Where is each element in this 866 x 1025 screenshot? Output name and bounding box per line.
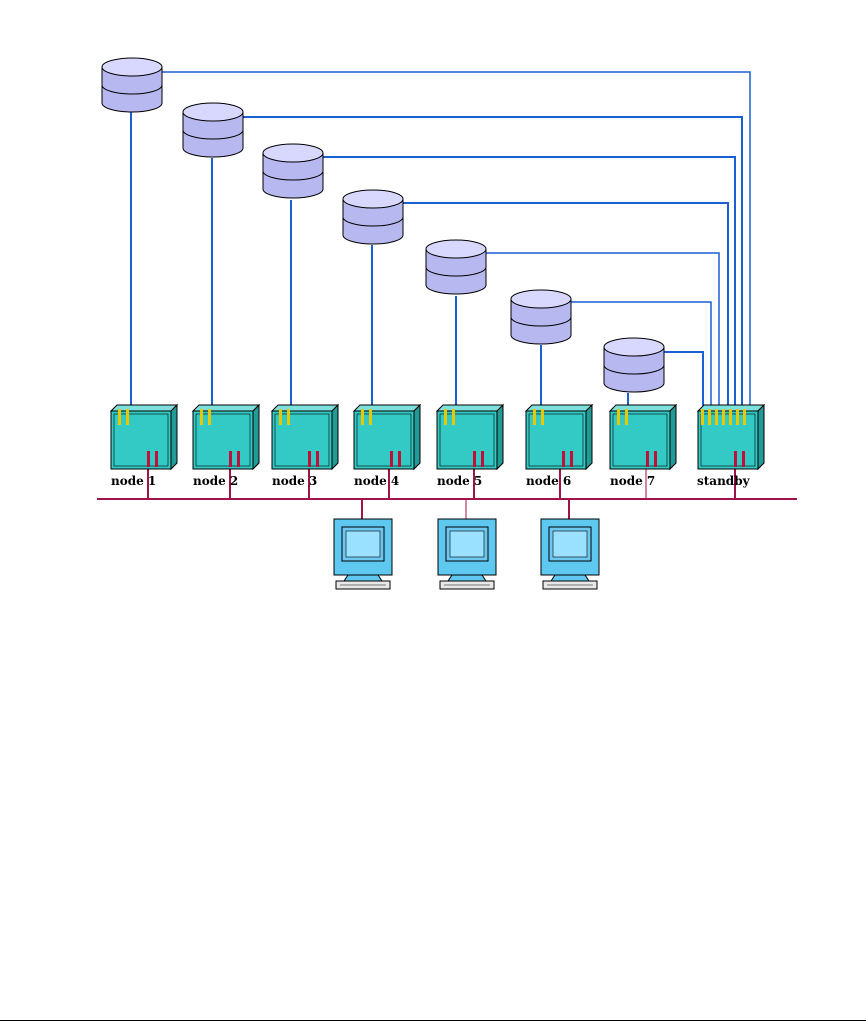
server-node-6 xyxy=(526,405,592,469)
server-node-2 xyxy=(193,405,259,469)
disk-4 xyxy=(343,190,403,244)
node-labels: node 1 node 2 node 3 node 4 node 5 node … xyxy=(111,474,751,488)
label-node-1: node 1 xyxy=(111,474,156,488)
workstations xyxy=(334,519,599,589)
server-node-7 xyxy=(610,405,676,469)
server-standby xyxy=(698,405,764,469)
server-node-5 xyxy=(437,405,503,469)
disk-6 xyxy=(511,290,571,344)
label-node-3: node 3 xyxy=(272,474,317,488)
server-row xyxy=(111,405,764,469)
label-node-4: node 4 xyxy=(354,474,399,488)
workstation-2-icon xyxy=(438,519,496,589)
page-bottom-rule xyxy=(0,1020,866,1021)
disk-1 xyxy=(102,58,162,112)
label-node-2: node 2 xyxy=(193,474,238,488)
label-node-7: node 7 xyxy=(610,474,655,488)
server-node-4 xyxy=(354,405,420,469)
disk-2 xyxy=(183,103,243,157)
server-node-3 xyxy=(272,405,338,469)
standby-link-disk-7 xyxy=(664,352,703,406)
disk-array xyxy=(102,58,664,392)
workstation-3-icon xyxy=(541,519,599,589)
workstation-1-icon xyxy=(334,519,392,589)
server-node-1 xyxy=(111,405,177,469)
label-standby: standby xyxy=(697,474,751,488)
disk-5 xyxy=(426,240,486,294)
disk-3 xyxy=(263,144,323,198)
label-node-6: node 6 xyxy=(526,474,571,488)
disk-7 xyxy=(604,338,664,392)
label-node-5: node 5 xyxy=(437,474,482,488)
